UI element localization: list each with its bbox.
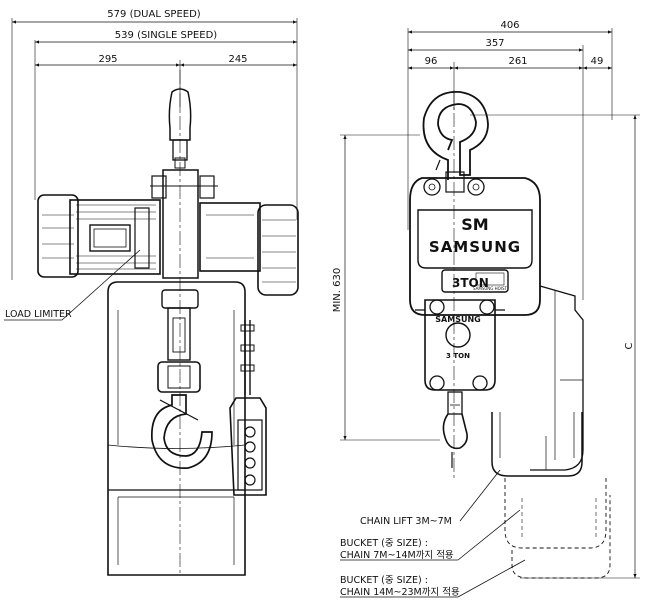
body-width-dimension: 261 xyxy=(508,56,527,67)
capacity-plate: 3TON xyxy=(452,276,489,290)
hook-to-side-dimension: 357 xyxy=(485,38,504,49)
sm-logo-mark: SM xyxy=(461,215,488,234)
bucket-medium-range: CHAIN 7M~14M까지 적용 xyxy=(340,549,454,561)
front-view xyxy=(4,18,299,576)
bucket-medium-title: BUCKET (중 SIZE) : xyxy=(340,538,428,549)
height-c-dimension: C xyxy=(624,342,635,349)
min-height-dimension: MIN. 630 xyxy=(332,268,343,313)
lower-capacity: 3 TON xyxy=(446,352,470,360)
bucket-large-title: BUCKET (중 SIZE) : xyxy=(340,575,428,586)
left-width-dimension: 295 xyxy=(98,54,117,65)
brand-name: SAMSUNG xyxy=(429,238,521,256)
load-limiter-label: LOAD LIMITER xyxy=(5,309,72,320)
bucket-large-range: CHAIN 14M~23M까지 적용 xyxy=(340,586,460,598)
dual-speed-dimension: 579 (DUAL SPEED) xyxy=(107,9,200,20)
chain-lift-label: CHAIN LIFT 3M~7M xyxy=(360,516,452,527)
right-width-dimension: 245 xyxy=(228,54,247,65)
lower-brand: SAMSUNG xyxy=(435,315,480,324)
single-speed-dimension: 539 (SINGLE SPEED) xyxy=(115,30,217,41)
overall-width-dimension: 406 xyxy=(500,20,519,31)
side-view xyxy=(340,28,640,598)
hook-offset-dimension: 96 xyxy=(425,56,438,67)
side-offset-dimension: 49 xyxy=(591,56,604,67)
plate-small-text: SAMSUNG HOIST xyxy=(473,286,508,291)
